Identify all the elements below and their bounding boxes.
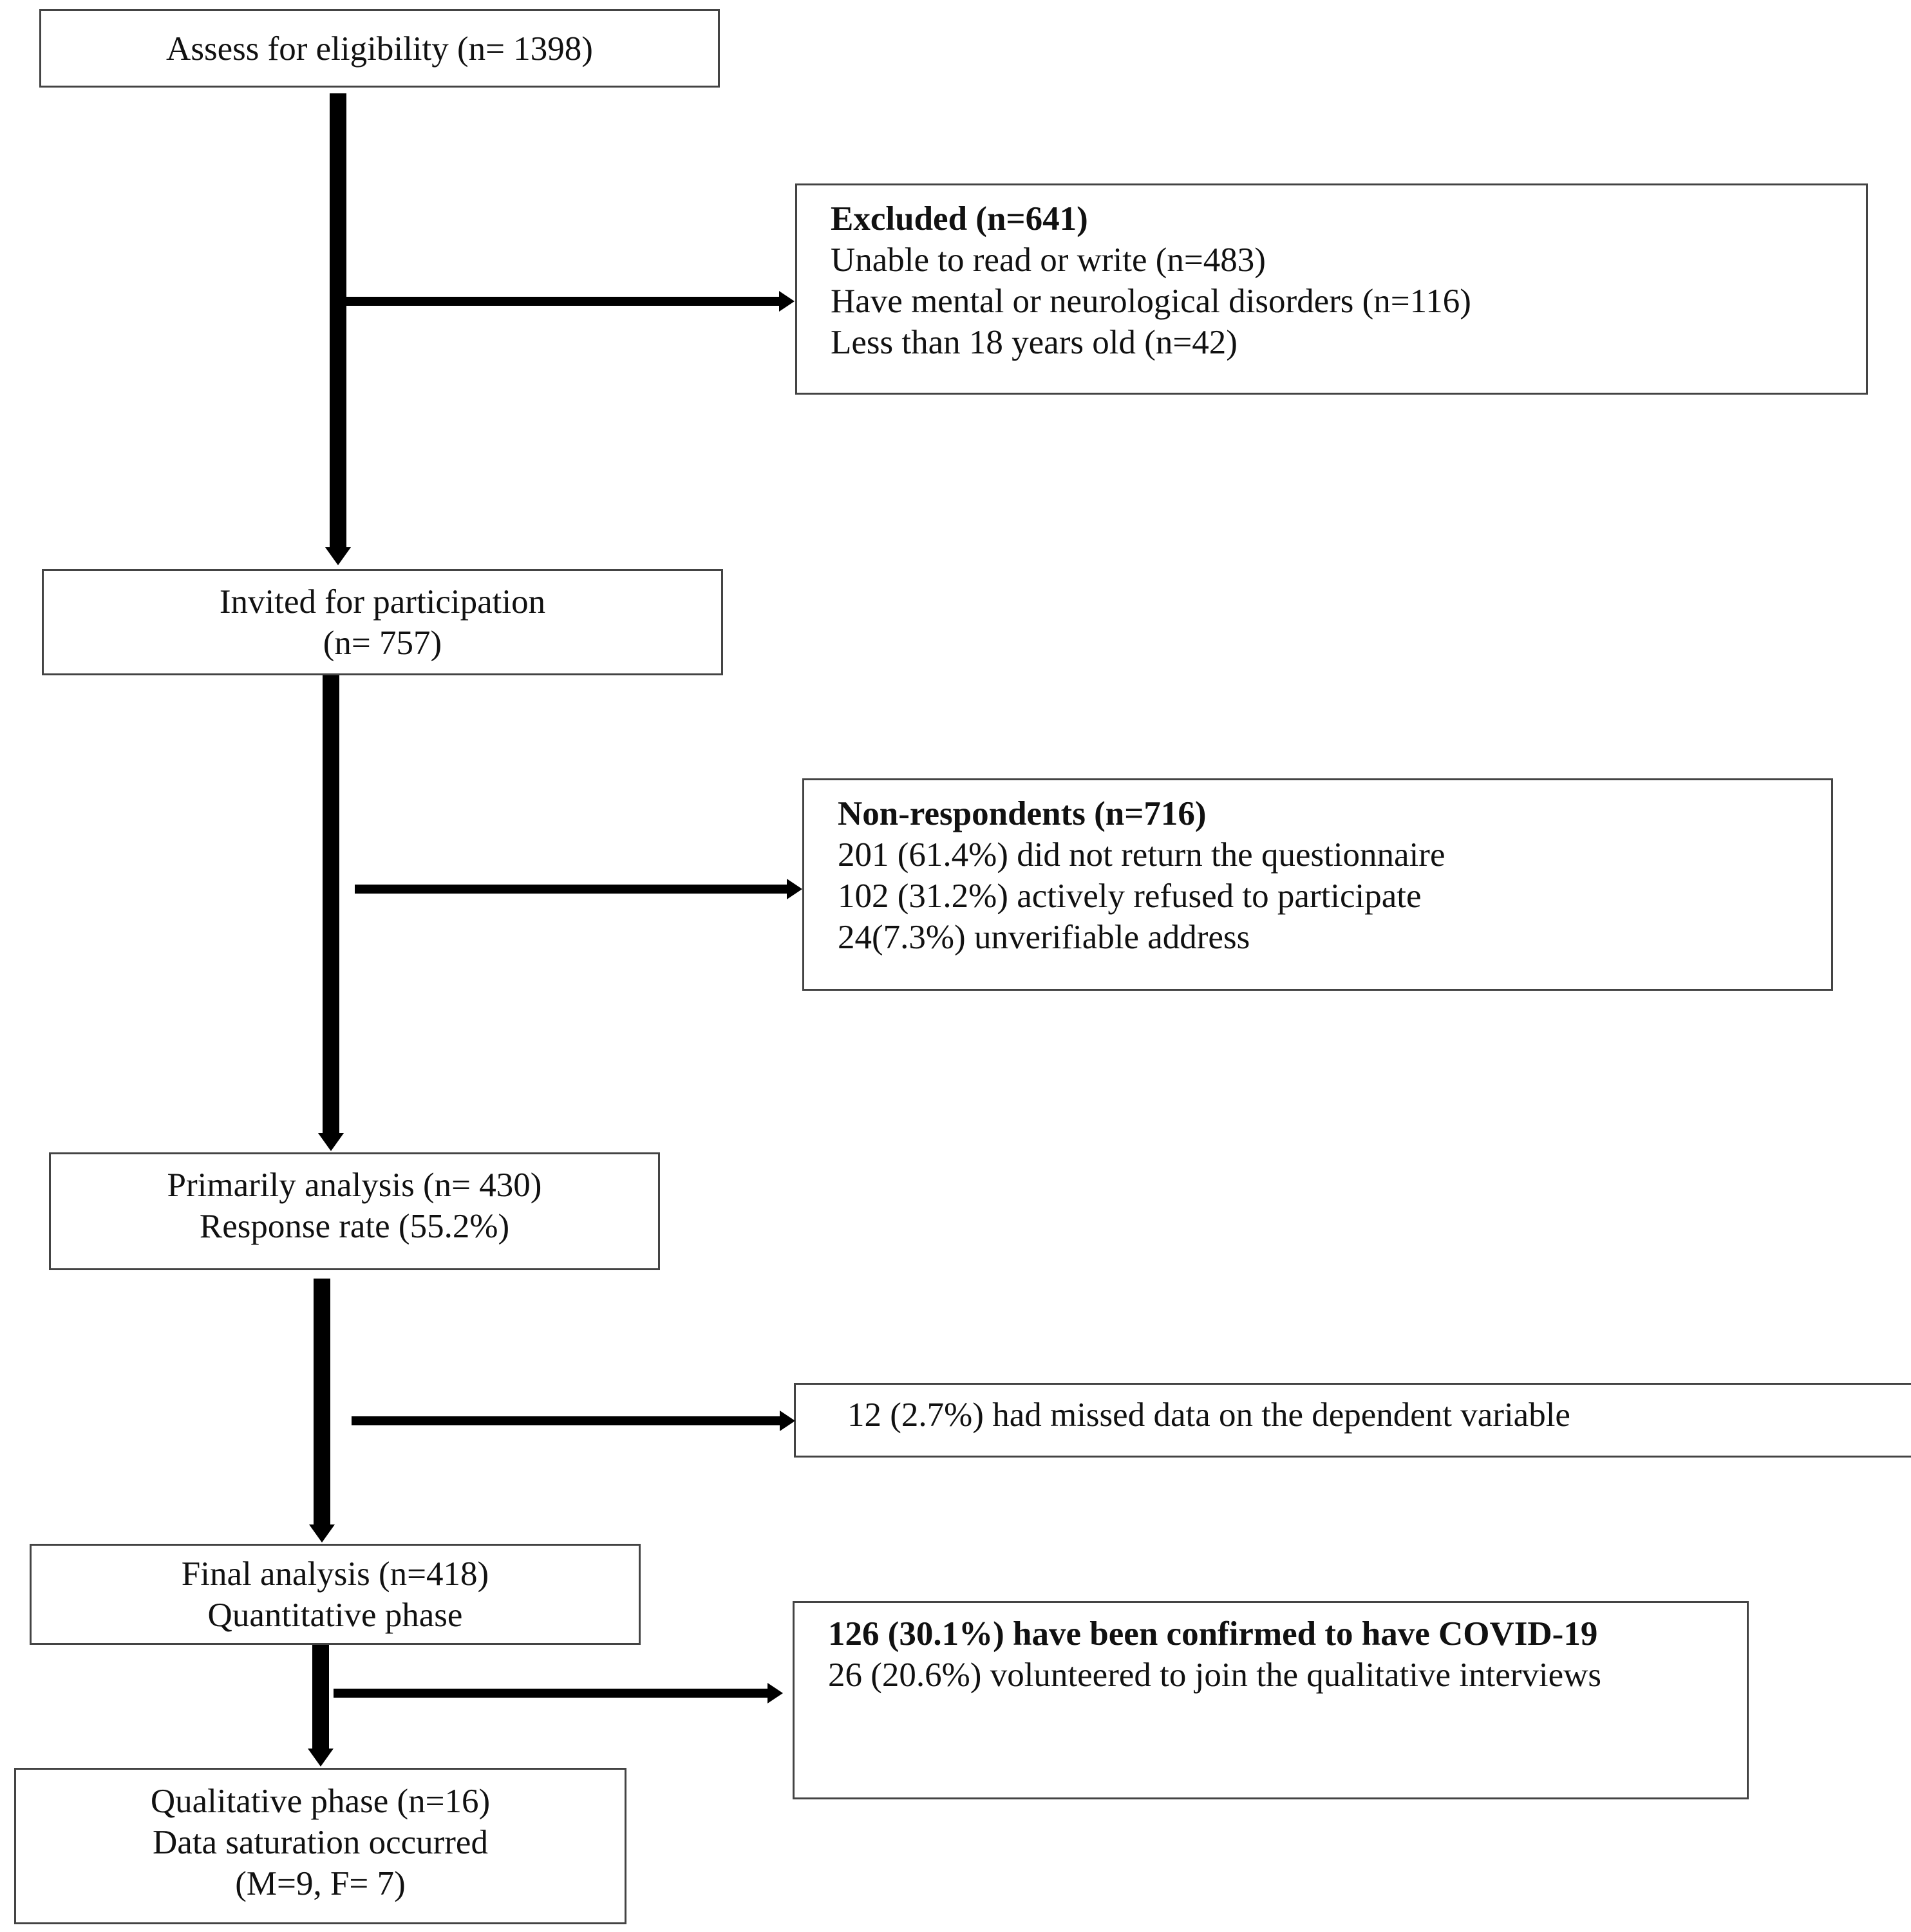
- final-analysis-text: Final analysis (n=418): [181, 1555, 489, 1593]
- gender-split-text: (M=9, F= 7): [235, 1865, 406, 1902]
- excluded-reason: Unable to read or write (n=483): [831, 241, 1266, 279]
- excluded-reason: Have mental or neurological disorders (n…: [831, 283, 1471, 320]
- invited-text: Invited for participation: [219, 583, 546, 621]
- invited-count: (n= 757): [323, 624, 442, 662]
- eligibility-text: Assess for eligibility (n= 1398): [166, 30, 593, 68]
- data-saturation-text: Data saturation occurred: [153, 1824, 488, 1861]
- non-respondents-reason: 201 (61.4%) did not return the questionn…: [838, 836, 1445, 874]
- final-analysis-box: Final analysis (n=418) Quantitative phas…: [30, 1544, 641, 1645]
- missed-data-box: 12 (2.7%) had missed data on the depende…: [794, 1383, 1911, 1458]
- missed-data-text: 12 (2.7%) had missed data on the depende…: [847, 1396, 1570, 1434]
- primary-analysis-box: Primarily analysis (n= 430) Response rat…: [49, 1152, 660, 1270]
- invited-box: Invited for participation (n= 757): [42, 569, 723, 675]
- qualitative-phase-text: Qualitative phase (n=16): [150, 1783, 491, 1820]
- non-respondents-box: Non-respondents (n=716) 201 (61.4%) did …: [802, 778, 1833, 991]
- eligibility-box: Assess for eligibility (n= 1398): [39, 9, 720, 88]
- response-rate-text: Response rate (55.2%): [199, 1208, 510, 1245]
- covid-box: 126 (30.1%) have been confirmed to have …: [793, 1601, 1749, 1799]
- qualitative-box: Qualitative phase (n=16) Data saturation…: [14, 1768, 626, 1924]
- primary-analysis-text: Primarily analysis (n= 430): [167, 1167, 542, 1204]
- non-respondents-reason: 24(7.3%) unverifiable address: [838, 919, 1250, 956]
- covid-volunteers: 26 (20.6%) volunteered to join the quali…: [828, 1656, 1602, 1694]
- covid-heading: 126 (30.1%) have been confirmed to have …: [828, 1615, 1598, 1653]
- excluded-heading: Excluded (n=641): [831, 200, 1088, 238]
- excluded-reason: Less than 18 years old (n=42): [831, 324, 1238, 361]
- non-respondents-heading: Non-respondents (n=716): [838, 795, 1207, 832]
- quantitative-phase-text: Quantitative phase: [207, 1597, 463, 1634]
- excluded-box: Excluded (n=641) Unable to read or write…: [795, 183, 1868, 395]
- non-respondents-reason: 102 (31.2%) actively refused to particip…: [838, 877, 1422, 915]
